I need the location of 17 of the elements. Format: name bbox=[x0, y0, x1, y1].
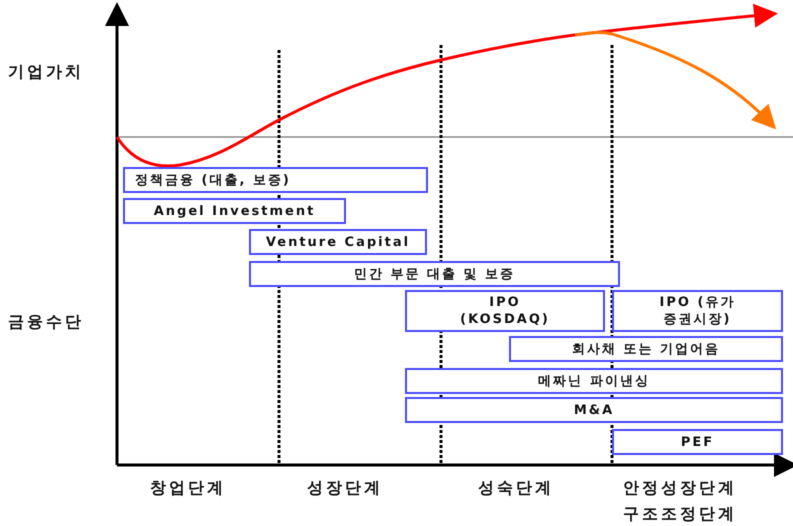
stage-label: 성숙단계 bbox=[478, 478, 554, 499]
financing-bar: IPO (KOSDAQ) bbox=[405, 290, 605, 332]
financing-bar: 메짜닌 파이낸싱 bbox=[405, 368, 783, 394]
financing-bar: IPO (유가증권시장) bbox=[612, 290, 783, 332]
axis-title: 기업가치 bbox=[8, 62, 84, 83]
stage-label: 안정성장단계 bbox=[623, 478, 737, 499]
financing-bar: 정책금융 (대출, 보증) bbox=[123, 167, 428, 193]
financing-bar: PEF bbox=[612, 429, 783, 455]
financing-bar: Angel Investment bbox=[123, 198, 346, 224]
axis-title: 금융수단 bbox=[8, 312, 84, 333]
financing-bar: 민간 부문 대출 및 보증 bbox=[249, 261, 620, 287]
stage-label: 구조조정단계 bbox=[623, 504, 737, 525]
stage-label: 창업단계 bbox=[150, 478, 226, 499]
financing-bar: 회사채 또는 기업어음 bbox=[509, 336, 783, 362]
financing-bar: Venture Capital bbox=[249, 229, 427, 255]
stage-label: 성장단계 bbox=[307, 478, 383, 499]
financing-bar: M&A bbox=[405, 397, 783, 423]
